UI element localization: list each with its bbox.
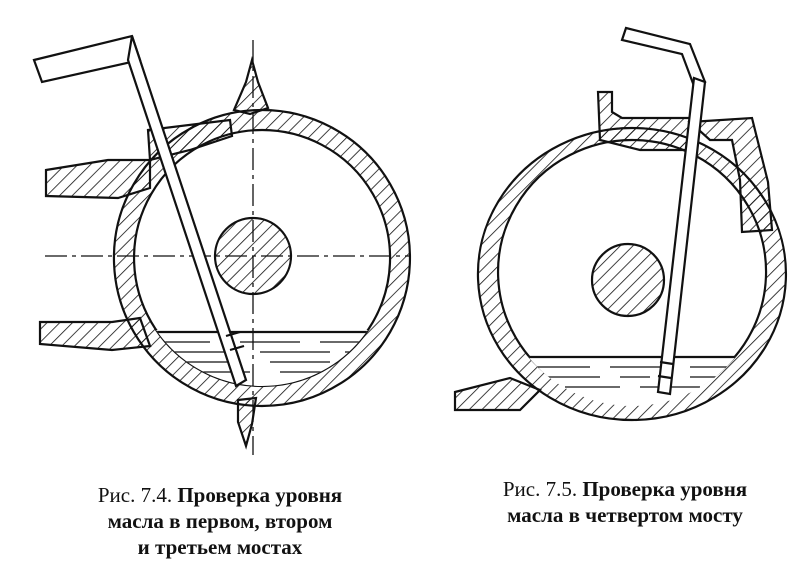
axle-shaft-2 (590, 242, 666, 318)
figure-caption-7-5: Рис. 7.5. Проверка уровня масла в четвер… (470, 476, 780, 528)
caption-title-line: Проверка уровня (582, 477, 748, 501)
bottom-foot (453, 376, 542, 412)
caption-title-line: Проверка уровня (177, 483, 343, 507)
figure-caption-7-4: Рис. 7.4. Проверка уровня масла в первом… (60, 482, 380, 560)
caption-title-line: и третьем мостах (137, 535, 303, 559)
center-lines-1 (45, 40, 410, 455)
dipstick-1 (32, 34, 248, 388)
oil-level-2 (520, 355, 760, 388)
dipstick-2 (620, 26, 707, 396)
caption-number: Рис. 7.4. (97, 483, 173, 507)
caption-number: Рис. 7.5. (502, 477, 578, 501)
caption-title-line: масла в четвертом мосту (507, 503, 743, 527)
axle-housing-drawing-1 (32, 34, 412, 455)
caption-title-line: масла в первом, втором (107, 509, 333, 533)
axle-housing-drawing-2 (453, 26, 787, 422)
upper-fin (232, 55, 270, 116)
